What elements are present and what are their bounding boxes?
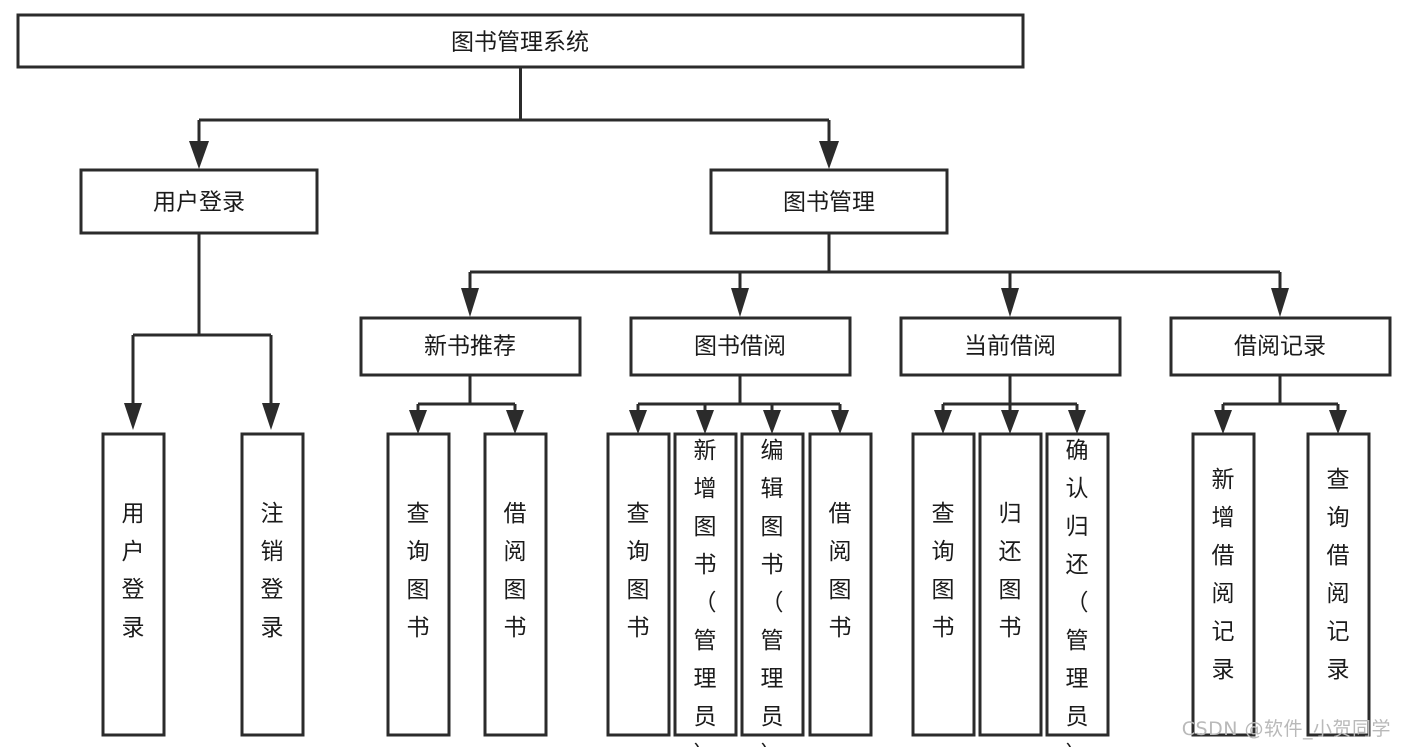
arrow-head-leaf-user-login (124, 403, 142, 430)
node-book-manage-box[interactable] (709, 168, 949, 235)
node-leaf-user-login[interactable]: 用户登录 (101, 432, 166, 737)
node-leaf-query-book-3[interactable]: 查询图书 (911, 432, 976, 737)
node-book-manage-label: 图书管理 (783, 190, 875, 216)
arrow-head-leaf-borrow-book-2 (831, 410, 849, 434)
node-borrow-record[interactable]: 借阅记录 (1169, 316, 1392, 377)
node-leaf-query-book-3-label: 查询图书 (932, 501, 955, 641)
node-leaf-query-record-box[interactable] (1306, 432, 1371, 737)
node-current-borrow-box[interactable] (899, 316, 1122, 377)
node-leaf-edit-book[interactable]: 编辑图书（管理员） (740, 432, 805, 747)
node-borrow-record-box[interactable] (1169, 316, 1392, 377)
node-leaf-edit-book-box[interactable] (740, 432, 805, 737)
arrow-head-leaf-query-book-3 (934, 410, 952, 434)
arrow-head-leaf-add-record (1214, 410, 1232, 434)
arrow-head-leaf-logout-login (262, 403, 280, 430)
node-current-borrow[interactable]: 当前借阅 (899, 316, 1122, 377)
node-leaf-logout-login-label: 注销登录 (261, 501, 284, 641)
node-leaf-query-book-1[interactable]: 查询图书 (386, 432, 451, 737)
arrow-head-borrow-record (1271, 288, 1289, 317)
arrow-head-leaf-edit-book (763, 410, 781, 434)
arrow-head-leaf-add-book (696, 410, 714, 434)
node-leaf-logout-login-box[interactable] (240, 432, 305, 737)
node-leaf-return-book-box[interactable] (978, 432, 1043, 737)
arrow-head-leaf-borrow-book-1 (506, 410, 524, 434)
arrow-head-leaf-return-book (1001, 410, 1019, 434)
node-leaf-user-login-label: 用户登录 (122, 501, 145, 641)
node-leaf-borrow-book-1[interactable]: 借阅图书 (483, 432, 548, 737)
node-root[interactable]: 图书管理系统 (16, 13, 1025, 69)
node-leaf-add-book[interactable]: 新增图书（管理员） (673, 432, 738, 747)
arrow-head-user-login (189, 141, 209, 169)
node-book-borrow-box[interactable] (629, 316, 852, 377)
node-leaf-confirm-return[interactable]: 确认归还（管理员） (1045, 432, 1110, 747)
connector-group-current-borrow (934, 375, 1086, 434)
node-leaf-query-book-2-label: 查询图书 (627, 501, 650, 641)
arrow-head-leaf-confirm-return (1068, 410, 1086, 434)
node-root-label: 图书管理系统 (451, 30, 589, 56)
node-book-borrow-label: 图书借阅 (694, 334, 786, 360)
arrow-head-book-manage (819, 141, 839, 169)
node-book-borrow[interactable]: 图书借阅 (629, 316, 852, 377)
arrow-head-current-borrow (1001, 288, 1019, 317)
node-book-manage[interactable]: 图书管理 (709, 168, 949, 235)
connector-group-new-book-recommend (409, 375, 524, 434)
node-leaf-confirm-return-box[interactable] (1045, 432, 1110, 737)
node-leaf-add-record[interactable]: 新增借阅记录 (1191, 432, 1256, 737)
node-new-book-recommend[interactable]: 新书推荐 (359, 316, 582, 377)
connector-group-root (189, 67, 839, 169)
node-leaf-edit-book-label: 编辑图书（管理员） (761, 438, 784, 747)
node-new-book-recommend-box[interactable] (359, 316, 582, 377)
node-leaf-query-book-1-label: 查询图书 (407, 501, 430, 641)
node-user-login-label: 用户登录 (153, 190, 245, 216)
node-leaf-confirm-return-label: 确认归还（管理员） (1066, 438, 1089, 747)
node-leaf-query-book-2-box[interactable] (606, 432, 671, 737)
node-root-box[interactable] (16, 13, 1025, 69)
node-leaf-query-record[interactable]: 查询借阅记录 (1306, 432, 1371, 737)
node-leaf-query-book-2[interactable]: 查询图书 (606, 432, 671, 737)
node-leaf-borrow-book-1-box[interactable] (483, 432, 548, 737)
connector-group-user-login (124, 233, 280, 430)
node-leaf-borrow-book-2-label: 借阅图书 (829, 501, 852, 641)
connector-group-book-borrow (629, 375, 849, 434)
node-leaf-borrow-book-1-label: 借阅图书 (504, 501, 527, 641)
connector-group-book-manage (461, 233, 1289, 317)
node-leaf-add-record-label: 新增借阅记录 (1212, 467, 1235, 683)
node-user-login-box[interactable] (79, 168, 319, 235)
node-leaf-user-login-box[interactable] (101, 432, 166, 737)
node-leaf-query-book-1-box[interactable] (386, 432, 451, 737)
node-leaf-query-record-label: 查询借阅记录 (1327, 467, 1350, 683)
arrow-head-new-book-recommend (461, 288, 479, 317)
arrow-head-leaf-query-book-2 (629, 410, 647, 434)
node-leaf-return-book[interactable]: 归还图书 (978, 432, 1043, 737)
node-leaf-add-book-label: 新增图书（管理员） (694, 438, 717, 747)
node-new-book-recommend-label: 新书推荐 (424, 334, 516, 360)
node-leaf-query-book-3-box[interactable] (911, 432, 976, 737)
node-leaf-logout-login[interactable]: 注销登录 (240, 432, 305, 737)
node-leaf-borrow-book-2[interactable]: 借阅图书 (808, 432, 873, 737)
node-leaf-add-book-box[interactable] (673, 432, 738, 737)
node-leaf-add-record-box[interactable] (1191, 432, 1256, 737)
node-user-login[interactable]: 用户登录 (79, 168, 319, 235)
node-leaf-return-book-label: 归还图书 (999, 501, 1022, 641)
arrow-head-book-borrow (731, 288, 749, 317)
node-borrow-record-label: 借阅记录 (1234, 334, 1326, 360)
node-current-borrow-label: 当前借阅 (964, 334, 1056, 360)
arrow-head-leaf-query-record (1329, 410, 1347, 434)
arrow-head-leaf-query-book-1 (409, 410, 427, 434)
connector-group-borrow-record (1214, 375, 1347, 434)
node-leaf-borrow-book-2-box[interactable] (808, 432, 873, 737)
